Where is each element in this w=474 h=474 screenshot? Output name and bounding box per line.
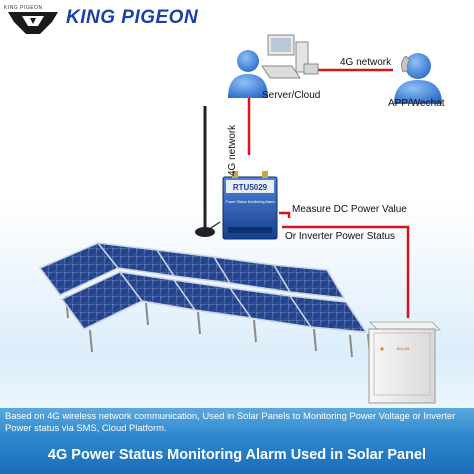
server-label: Server/Cloud	[262, 90, 321, 101]
brand-name: KING PIGEON	[66, 7, 199, 28]
measure-link-stub	[279, 211, 291, 218]
panel-support-leg	[89, 329, 93, 353]
computer-icon	[261, 34, 319, 79]
brand-small-text: KING PIGEON	[4, 5, 43, 11]
inverter-label: Or Inverter Power Status	[285, 231, 396, 242]
app-user-icon	[394, 53, 442, 104]
inverter-brand-label: SOLAR	[397, 347, 410, 351]
panel-support-leg	[197, 311, 201, 335]
server-user-icon	[228, 50, 268, 98]
network-label-vertical: 4G network	[227, 124, 238, 176]
network-label-top: 4G network	[340, 57, 392, 68]
panel-support-leg	[145, 302, 149, 326]
solar-panel	[288, 295, 368, 333]
panel-support-leg	[253, 319, 257, 343]
device-model-label: RTU5029	[233, 183, 268, 192]
footer-headline: 4G Power Status Monitoring Alarm Used in…	[47, 447, 427, 463]
solar-panel	[272, 264, 346, 299]
footer-description: Based on 4G wireless network communicati…	[5, 410, 456, 433]
solar-panel-array	[38, 242, 371, 358]
rtu-device: RTU5029 Power Status Monitoring Alarm	[222, 171, 278, 240]
panel-support-leg	[349, 334, 353, 358]
device-subtitle-label: Power Status Monitoring Alarm	[225, 200, 274, 204]
inverter-link	[282, 225, 410, 318]
inverter-cabinet: SOLAR	[368, 321, 441, 404]
king-pigeon-logo-icon	[8, 12, 58, 34]
app-label: APP/Wechat	[388, 98, 445, 109]
measure-label: Measure DC Power Value	[292, 204, 407, 215]
panel-support-leg	[313, 328, 317, 352]
footer-band: Based on 4G wireless network communicati…	[0, 408, 474, 474]
antenna-icon	[195, 106, 221, 237]
